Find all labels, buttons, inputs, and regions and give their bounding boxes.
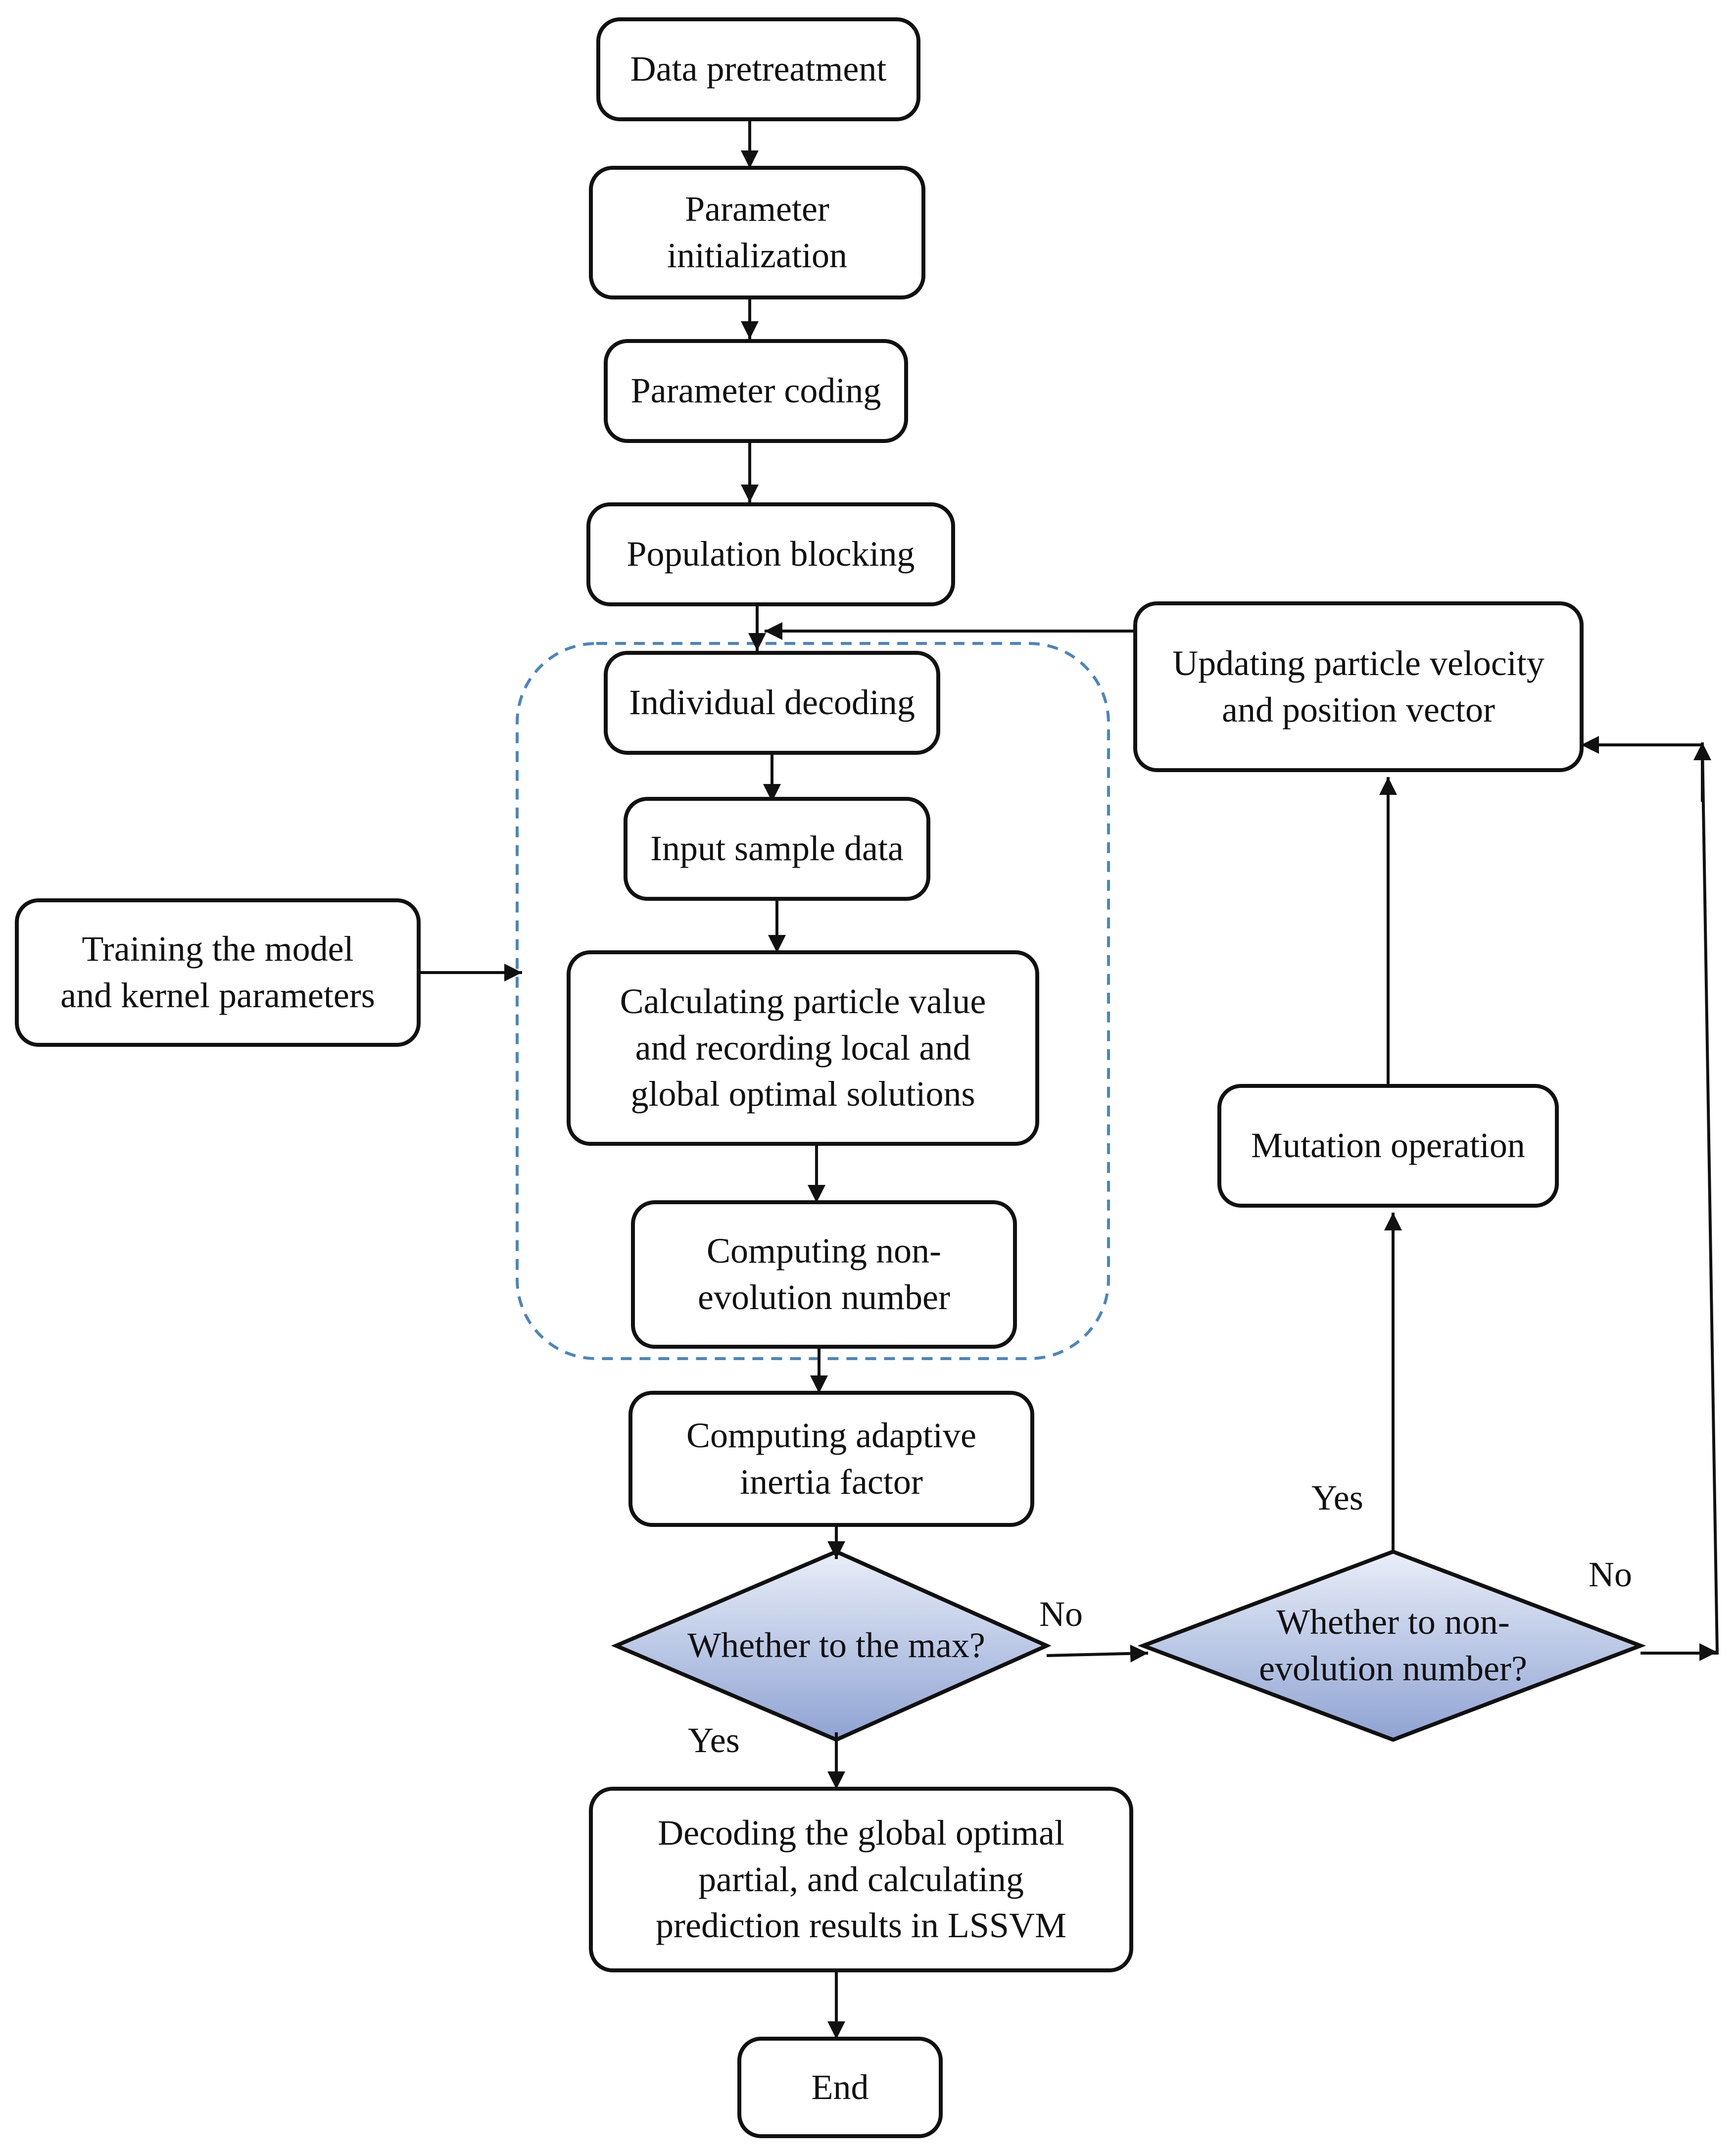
decision-whether-max: Whether to the max? [641,1601,1032,1690]
node-computing-non-evolution-label: Computing non- evolution number [698,1231,950,1317]
decision-whether-non-evolution: Whether to non- evolution number? [1198,1596,1589,1695]
evaluation-group-boundary [516,642,1110,1360]
node-parameter-coding-label: Parameter coding [630,371,881,411]
node-mutation-operation: Mutation operation [1217,1084,1559,1208]
node-end-label: End [811,2067,869,2107]
arrow-nonevolution-no-to-updating [1581,736,1719,1655]
node-population-blocking-label: Population blocking [627,534,915,574]
node-parameter-initialization: Parameter initialization [589,166,925,299]
node-parameter-initialization-label: Parameter initialization [667,189,847,275]
node-mutation-operation-label: Mutation operation [1251,1126,1525,1166]
node-data-pretreatment: Data pretreatment [596,17,920,121]
decision-whether-max-shape [611,1549,1052,1742]
node-updating-particle-label: Updating particle velocity and position … [1172,643,1544,730]
node-computing-non-evolution: Computing non- evolution number [631,1200,1017,1349]
node-training-model: Training the model and kernel parameters [15,898,421,1047]
decision-whether-non-evolution-label: Whether to non- evolution number? [1259,1602,1527,1688]
node-calculating-particle-value: Calculating particle value and recording… [567,950,1039,1146]
node-data-pretreatment-label: Data pretreatment [630,49,887,89]
node-computing-adaptive-inertia: Computing adaptive inertia factor [628,1391,1034,1527]
node-population-blocking: Population blocking [586,502,955,606]
node-individual-decoding: Individual decoding [604,651,940,755]
label-max-no: No [1039,1594,1083,1634]
node-updating-particle: Updating particle velocity and position … [1133,601,1584,772]
decision-whether-max-label: Whether to the max? [687,1625,985,1665]
node-decoding-global-optimal-label: Decoding the global optimal partial, and… [656,1813,1066,1946]
node-input-sample-data-label: Input sample data [650,829,904,869]
node-calculating-particle-value-label: Calculating particle value and recording… [620,981,986,1114]
label-nonevo-no: No [1589,1555,1632,1594]
node-parameter-coding: Parameter coding [604,339,908,443]
node-individual-decoding-label: Individual decoding [629,683,915,723]
node-input-sample-data: Input sample data [624,797,930,901]
arrow-whether-max-no-to-nonevolution [1046,1644,1149,1663]
node-training-model-label: Training the model and kernel parameters [60,929,375,1015]
node-computing-adaptive-inertia-label: Computing adaptive inertia factor [686,1415,976,1502]
label-nonevo-yes: Yes [1311,1478,1363,1518]
node-end: End [737,2037,943,2138]
node-decoding-global-optimal: Decoding the global optimal partial, and… [589,1787,1133,1972]
decision-whether-non-evolution-shape [1137,1549,1646,1742]
label-max-yes: Yes [688,1720,740,1760]
